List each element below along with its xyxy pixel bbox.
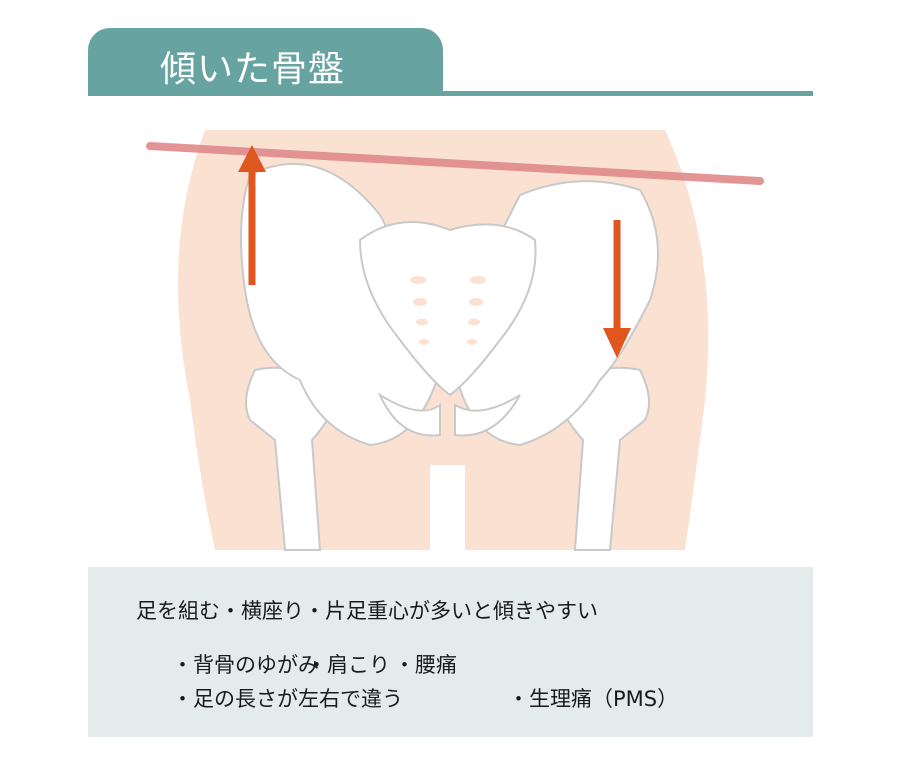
tilted-pelvis-illustration: [146, 130, 764, 555]
title-tab: 傾いた骨盤: [88, 28, 443, 96]
symptom-item: ・腰痛: [394, 653, 457, 677]
symptom-item: ・足の長さが左右で違う: [172, 687, 403, 711]
sacrum: [358, 221, 537, 397]
pubic-symphysis: [377, 392, 521, 437]
left-ilium: [240, 162, 442, 447]
page-title: 傾いた骨盤: [160, 49, 346, 90]
info-lead: 足を組む・横座り・片足重心が多いと傾きやすい: [136, 599, 598, 623]
info-box: 足を組む・横座り・片足重心が多いと傾きやすい ・背骨のゆがみ ・肩こり ・腰痛 …: [88, 567, 813, 737]
up-arrow-icon: [238, 145, 266, 285]
symptom-item: ・背骨のゆがみ: [172, 653, 319, 677]
pelvis-bones: [240, 162, 659, 551]
leg-gap: [430, 465, 465, 555]
title-underline: [88, 91, 813, 96]
symptom-item: ・生理痛（PMS）: [508, 687, 679, 711]
symptom-item: ・肩こり: [306, 653, 390, 677]
down-arrow-icon: [603, 220, 631, 358]
sacral-foramina: [410, 276, 486, 345]
